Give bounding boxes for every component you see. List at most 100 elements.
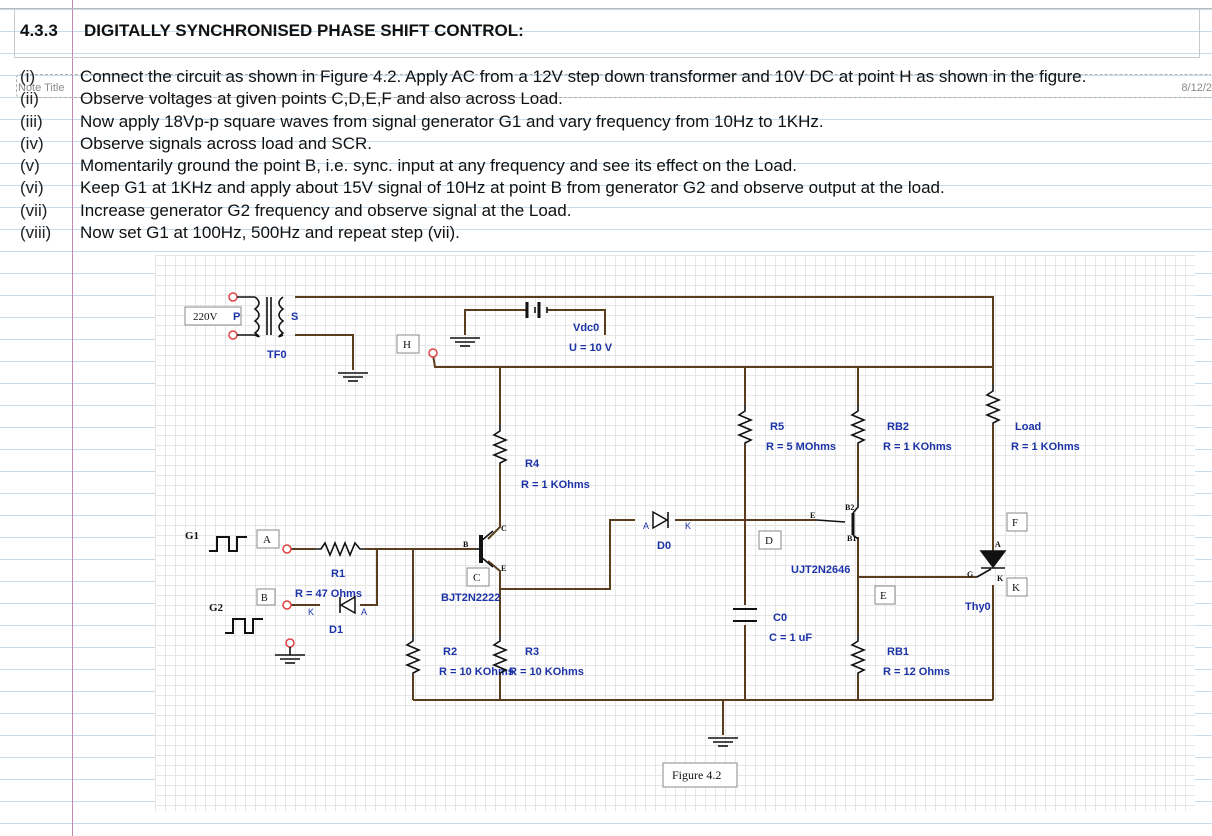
node-c[interactable]: C: [466, 567, 490, 587]
diode-d1[interactable]: K A D1: [308, 595, 367, 636]
step-4: (iv) Observe signals across load and SCR.: [20, 133, 1210, 155]
step-number: (vi): [20, 178, 44, 198]
step-number: (ii): [20, 89, 39, 109]
step-number: (iv): [20, 133, 44, 153]
d1-name: D1: [329, 624, 343, 636]
battery-vdc0[interactable]: Vdc0 U = 10 V: [525, 302, 613, 354]
resistor-load[interactable]: Load R = 1 KOhms: [984, 385, 1080, 453]
d0-name: D0: [657, 540, 671, 552]
ujt-2n2646[interactable]: E B2 B1 UJT2N2646: [791, 500, 859, 576]
transistor-bjt[interactable]: B C E BJT2N2222: [441, 524, 507, 604]
node-c-label: C: [473, 572, 480, 584]
note-title-label: Note Title: [18, 82, 65, 94]
bjt-base-label: B: [463, 540, 469, 549]
circuit-figure: 220V P S TF0 Vdc0 U = 10 V H: [155, 255, 1195, 811]
c0-name: C0: [773, 612, 787, 624]
thy-name: Thy0: [965, 601, 991, 613]
step-text: Connect the circuit as shown in Figure 4…: [80, 67, 1087, 86]
node-a-label: A: [263, 534, 271, 546]
resistor-r4[interactable]: R4 R = 1 KOhms: [491, 425, 590, 491]
transformer-tf0[interactable]: 220V P S TF0: [184, 292, 298, 361]
battery-value: U = 10 V: [569, 342, 613, 354]
node-b-label: B: [261, 593, 268, 604]
bjt-name: BJT2N2222: [441, 592, 500, 604]
node-k-label: K: [1012, 582, 1020, 594]
step-text: Observe signals across load and SCR.: [80, 133, 372, 153]
note-title-box[interactable]: [16, 74, 1211, 98]
step-1: (i)Connect the circuit as shown in Figur…: [20, 66, 1210, 88]
r3-name: R3: [525, 646, 539, 658]
step-text: Keep G1 at 1KHz and apply about 15V sign…: [80, 178, 945, 198]
load-value: R = 1 KOhms: [1011, 441, 1080, 453]
step-number: (iii): [20, 111, 43, 131]
battery-name: Vdc0: [573, 322, 599, 334]
generator-g2[interactable]: G2: [209, 602, 263, 634]
d0-anode-label: A: [643, 521, 649, 531]
generator-g1[interactable]: G1: [185, 530, 247, 552]
d1-cathode-label: K: [308, 607, 314, 617]
ujt-name: UJT2N2646: [791, 564, 850, 576]
resistor-r5[interactable]: R5 R = 5 MOhms: [736, 405, 836, 453]
node-f[interactable]: F: [1006, 512, 1028, 532]
step-text: Increase generator G2 frequency and obse…: [80, 200, 572, 220]
rb1-value: R = 12 Ohms: [883, 666, 950, 678]
margin-line: [72, 0, 73, 836]
step-3: (iii)Now apply 18Vp-p square waves from …: [20, 111, 1210, 133]
rb2-value: R = 1 KOhms: [883, 441, 952, 453]
r2-value: R = 10 KOhms: [439, 666, 514, 678]
resistor-rb1[interactable]: RB1 R = 12 Ohms: [849, 635, 950, 678]
step-7: (vii) Increase generator G2 frequency and…: [20, 200, 1210, 222]
thy-gate-label: G: [967, 570, 973, 579]
step-2: (ii) Observe voltages at given points C,D…: [20, 88, 1210, 110]
node-k[interactable]: K: [1006, 577, 1028, 597]
r3-value: R = 10 KOhms: [509, 666, 584, 678]
thyristor-thy0[interactable]: A K G Thy0: [965, 540, 1007, 613]
d1-anode-label: A: [361, 607, 367, 617]
node-d-label: D: [765, 535, 773, 547]
node-h[interactable]: H: [396, 334, 438, 358]
node-e[interactable]: E: [874, 585, 896, 605]
step-number: (v): [20, 156, 40, 176]
resistor-r1[interactable]: R1 R = 47 Ohms: [295, 540, 365, 600]
transformer-name: TF0: [267, 349, 287, 361]
ujt-b1-label: B1: [847, 534, 856, 543]
circuit-schematic: 220V P S TF0 Vdc0 U = 10 V H: [184, 292, 1080, 788]
square-wave-icon: [225, 618, 263, 634]
ground-battery: [450, 337, 480, 347]
bjt-collector-label: C: [501, 524, 507, 533]
ground-g2: [275, 638, 305, 664]
step-number: (viii): [20, 223, 52, 243]
capacitor-c0[interactable]: C0 C = 1 uF: [733, 608, 812, 644]
title-box: [14, 9, 1200, 58]
r5-name: R5: [770, 421, 784, 433]
step-text: Observe voltages at given points C,D,E,F…: [80, 89, 563, 109]
step-6: (vi) Keep G1 at 1KHz and apply about 15V …: [20, 177, 1210, 199]
diode-d0[interactable]: A K D0: [643, 510, 691, 552]
node-a[interactable]: A: [256, 529, 292, 554]
section-title: DIGITALLY SYNCHRONISED PHASE SHIFT CONTR…: [84, 21, 524, 40]
r2-name: R2: [443, 646, 457, 658]
node-b[interactable]: B: [256, 588, 292, 610]
section-number: 4.3.3: [20, 21, 58, 40]
node-d[interactable]: D: [758, 530, 782, 550]
figure-caption: Figure 4.2: [662, 762, 738, 788]
g2-label: G2: [209, 602, 224, 614]
r4-value: R = 1 KOhms: [521, 479, 590, 491]
step-number: (vii): [20, 200, 48, 220]
secondary-pin-label: S: [291, 311, 298, 323]
resistor-r2[interactable]: R2 R = 10 KOhms: [404, 635, 514, 678]
step-8: (viii)Now set G1 at 100Hz, 500Hz and rep…: [20, 222, 1210, 244]
thy-cathode-label: K: [997, 574, 1004, 583]
ujt-e-label: E: [810, 511, 815, 520]
figure-caption-text: Figure 4.2: [672, 768, 721, 782]
thy-anode-label: A: [995, 540, 1001, 549]
r1-name: R1: [331, 568, 345, 580]
resistor-rb2[interactable]: RB2 R = 1 KOhms: [849, 405, 952, 453]
load-name: Load: [1015, 421, 1041, 433]
square-wave-icon: [209, 536, 247, 552]
resistor-r3[interactable]: R3 R = 10 KOhms: [491, 635, 584, 678]
node-h-label: H: [403, 339, 411, 351]
ground-transformer: [338, 372, 368, 382]
node-f-label: F: [1012, 517, 1018, 529]
g1-label: G1: [185, 530, 199, 542]
